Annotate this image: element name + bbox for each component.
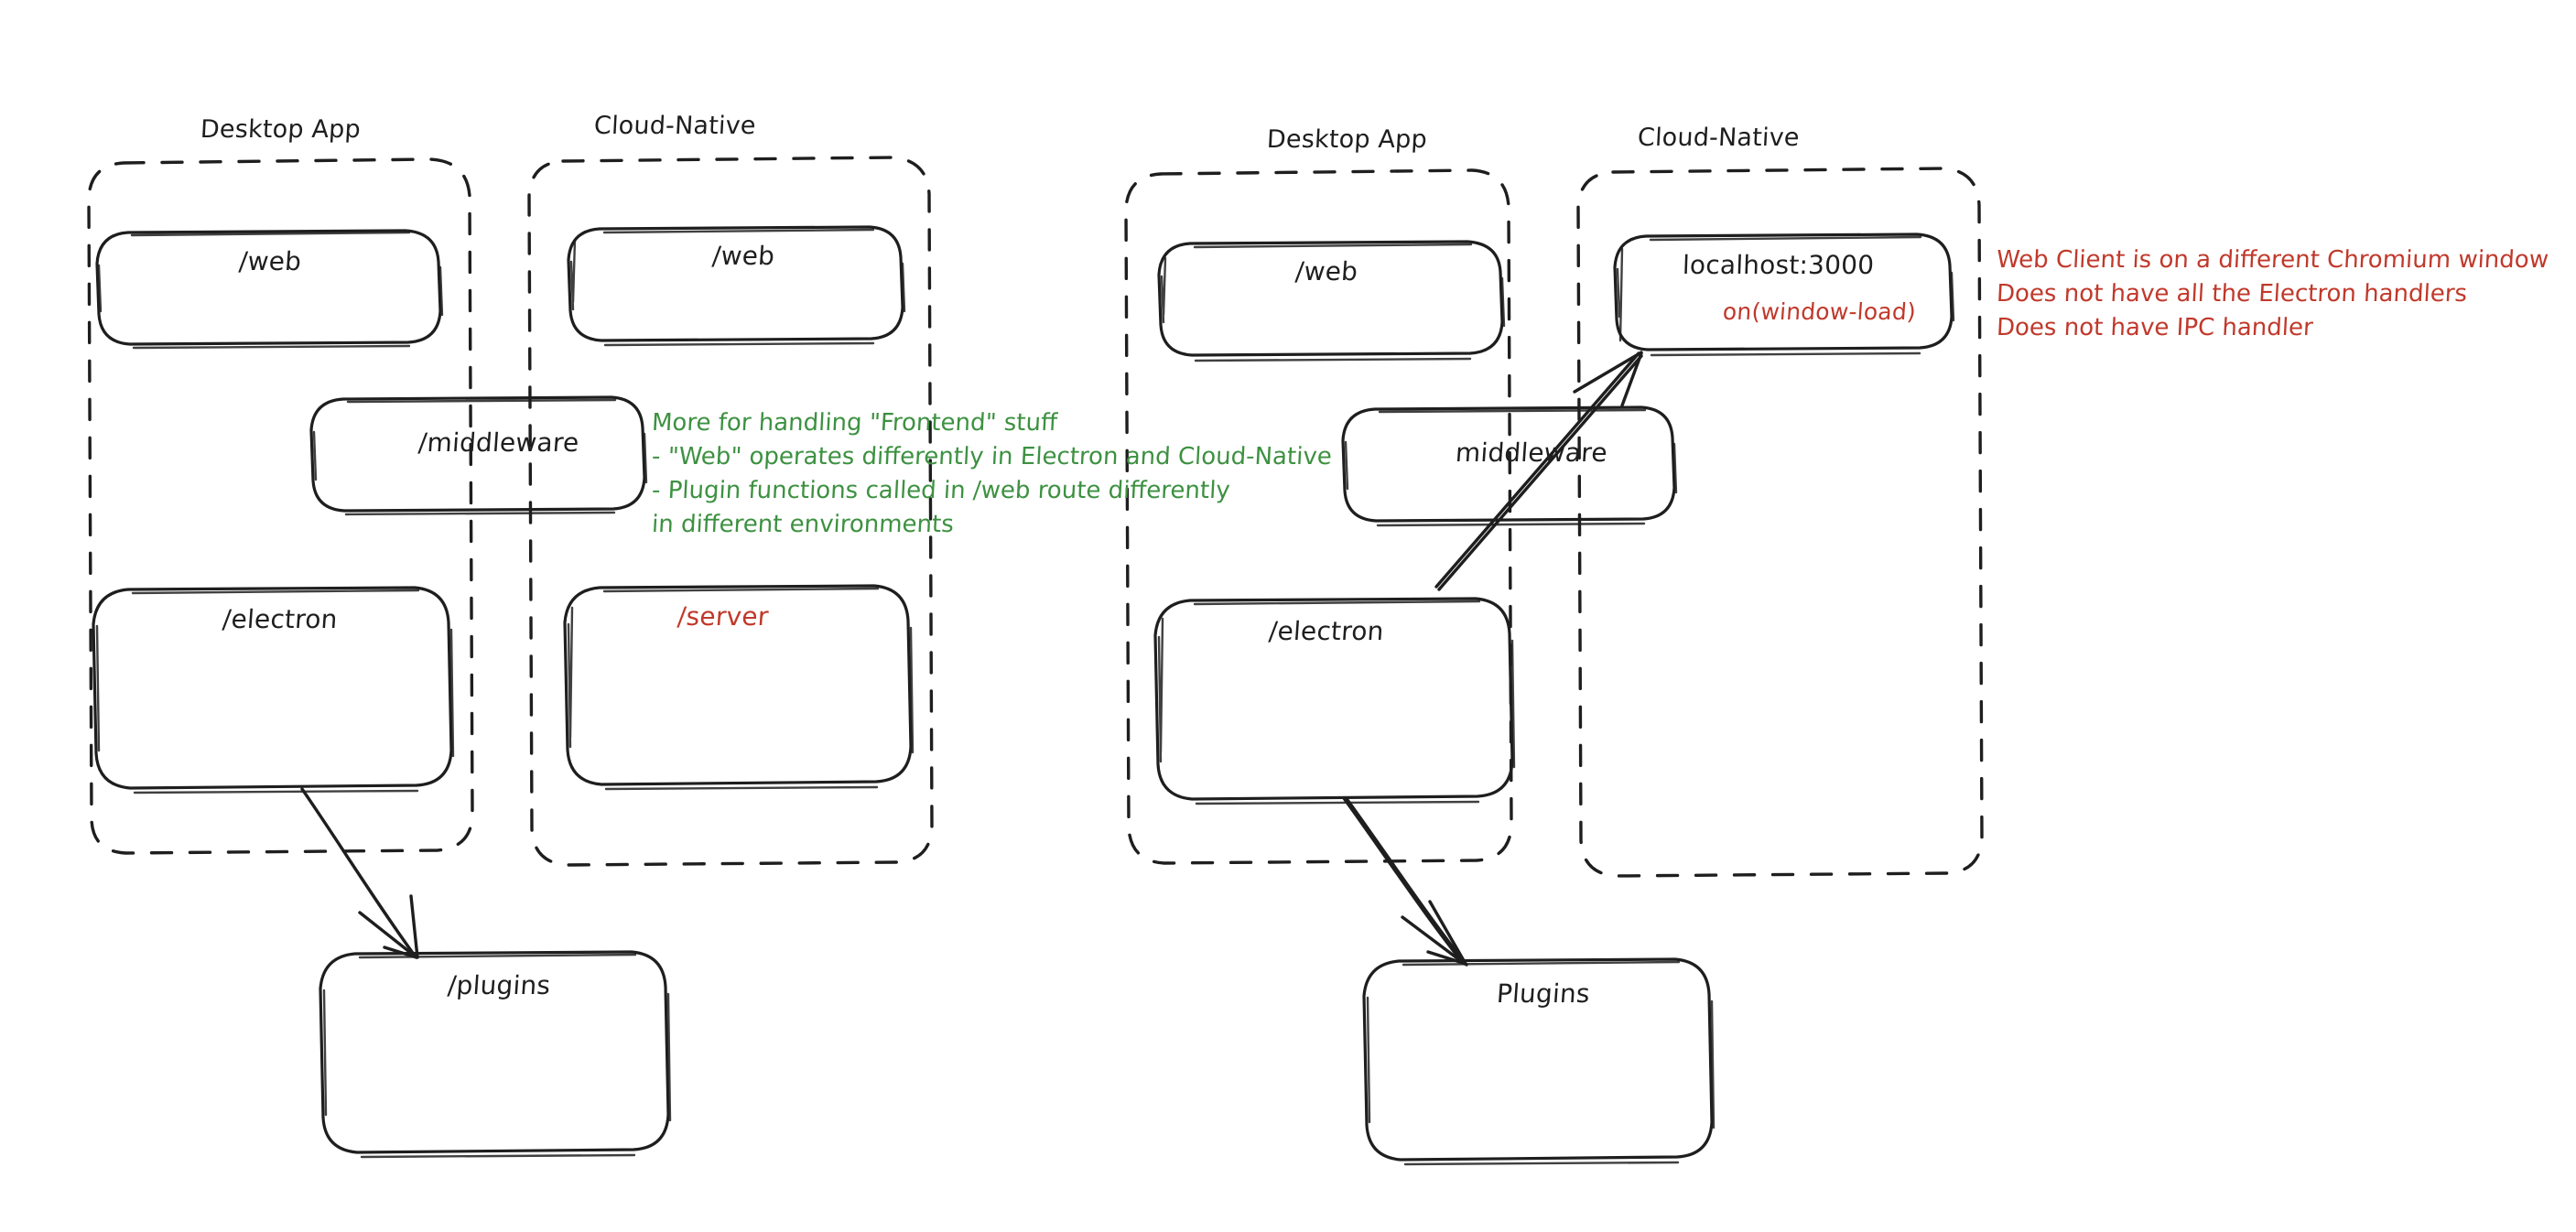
node-right-electron[interactable] <box>1153 597 1516 805</box>
node-label-left-server: /server <box>676 601 770 632</box>
node-label-right-plugins: Plugins <box>1495 978 1591 1009</box>
node-label-left-web-desktop: /web <box>237 246 303 276</box>
node-label-left-middleware: /middleware <box>417 427 580 458</box>
node-label-right-electron: /electron <box>1267 616 1385 646</box>
group-title-left-desktop: Desktop App <box>200 115 362 144</box>
note-green-line-3: - Plugin functions called in /web route … <box>651 477 1231 504</box>
node-label-left-plugins: /plugins <box>446 970 552 1000</box>
node-label-left-web-cloud: /web <box>710 241 776 271</box>
node-left-plugins[interactable] <box>319 950 672 1159</box>
right-cloud-container <box>1576 167 1984 878</box>
node-label-right-localhost: localhost:3000 <box>1682 250 1875 280</box>
right-desktop-container <box>1124 168 1513 865</box>
node-label-right-web: /web <box>1293 256 1359 286</box>
group-title-left-cloud: Cloud-Native <box>593 112 757 140</box>
note-green-line-2: - "Web" operates differently in Electron… <box>651 443 1333 470</box>
node-right-middleware[interactable] <box>1341 405 1678 527</box>
node-right-plugins[interactable] <box>1362 957 1716 1166</box>
node-left-web-cloud[interactable] <box>567 225 906 347</box>
arrow-right-electron-to-plugins <box>1342 796 1468 967</box>
node-sublabel-right-localhost: on(window-load) <box>1721 298 1917 325</box>
group-title-right-desktop: Desktop App <box>1266 125 1428 154</box>
note-red-line-2: Does not have all the Electron handlers <box>1996 280 2468 308</box>
node-left-electron[interactable] <box>92 586 455 794</box>
note-red-line-1: Web Client is on a different Chromium wi… <box>1996 246 2549 274</box>
node-left-web-desktop[interactable] <box>95 229 444 350</box>
node-label-right-middleware: middleware <box>1454 438 1608 468</box>
note-green-line-1: More for handling "Frontend" stuff <box>651 409 1058 437</box>
arrow-left-electron-to-plugins <box>300 787 419 959</box>
node-left-middleware[interactable] <box>309 395 648 516</box>
arrow-right-electron-to-localhost <box>1434 351 1643 591</box>
group-title-right-cloud: Cloud-Native <box>1637 124 1801 152</box>
left-cloud-container <box>527 156 934 867</box>
node-label-left-electron: /electron <box>221 604 339 634</box>
note-green-line-4: in different environments <box>651 511 955 538</box>
node-right-web[interactable] <box>1157 240 1506 362</box>
node-right-localhost[interactable] <box>1613 232 1955 357</box>
node-left-server[interactable] <box>563 584 915 791</box>
note-red-line-3: Does not have IPC handler <box>1996 314 2314 341</box>
left-desktop-container <box>87 157 474 855</box>
